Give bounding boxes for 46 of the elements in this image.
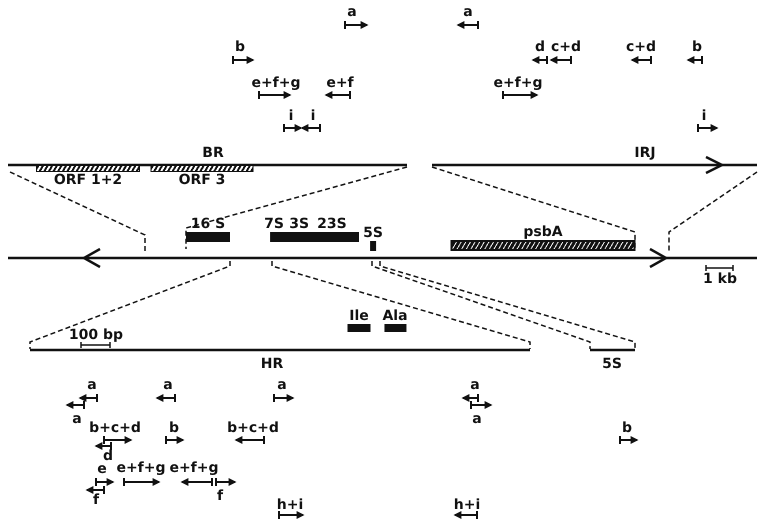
transcript-label: e+f <box>326 76 354 90</box>
map-label: 5S <box>602 357 622 371</box>
transcript-label: a <box>472 412 482 426</box>
transcript-label: a <box>72 412 82 426</box>
gene-label: 7S <box>264 216 284 232</box>
transcript-label: d <box>534 40 546 54</box>
map-label: 100 bp <box>68 328 124 342</box>
transcript-label: c+d <box>626 40 656 54</box>
transcript-label: a <box>463 5 473 19</box>
transcript-label: a <box>163 378 173 392</box>
transcript-label: b <box>234 40 246 54</box>
transcript-label: i <box>288 109 294 123</box>
transcript-label: e+f+g <box>116 461 166 475</box>
gene-label: 23S <box>317 216 347 232</box>
map-label: HR <box>260 357 284 371</box>
transcript-label: e+f+g <box>493 76 543 90</box>
transcript-label: h+i <box>454 498 480 512</box>
gene-label: ORF 1+2 <box>54 172 122 188</box>
map-label: 1 kb <box>703 272 737 286</box>
transcript-label: e+f+g <box>251 76 301 90</box>
transcript-label: f <box>216 489 224 503</box>
transcript-label: b+c+d <box>89 421 141 435</box>
gene-label: Ala <box>382 308 408 324</box>
transcript-label: i <box>310 109 316 123</box>
transcript-label: e <box>97 462 107 476</box>
transcript-label: i <box>702 109 706 123</box>
transcript-label: a <box>87 378 97 392</box>
transcript-label: b+c+d <box>227 421 279 435</box>
transcript-label: f <box>92 493 100 507</box>
gene-label: ORF 3 <box>178 172 226 188</box>
map-label: IRJ <box>634 146 656 160</box>
transcript-label: b <box>168 421 180 435</box>
transcript-label: h+i <box>276 498 304 512</box>
gene-label: 5S <box>363 225 383 241</box>
gene-label: 3S <box>289 216 310 232</box>
gene-label: Ile <box>349 308 369 324</box>
map-label: BR <box>202 146 224 160</box>
transcript-label: a <box>347 5 357 19</box>
transcript-label: b <box>692 40 702 54</box>
transcript-label: a <box>470 378 480 392</box>
transcript-label: d <box>102 449 114 463</box>
transcript-label: a <box>277 378 287 392</box>
transcript-label: e+f+g <box>169 461 219 475</box>
transcript-label: b <box>622 421 632 435</box>
transcript-label: c+d <box>550 40 582 54</box>
gene-label: psbA <box>523 224 563 240</box>
